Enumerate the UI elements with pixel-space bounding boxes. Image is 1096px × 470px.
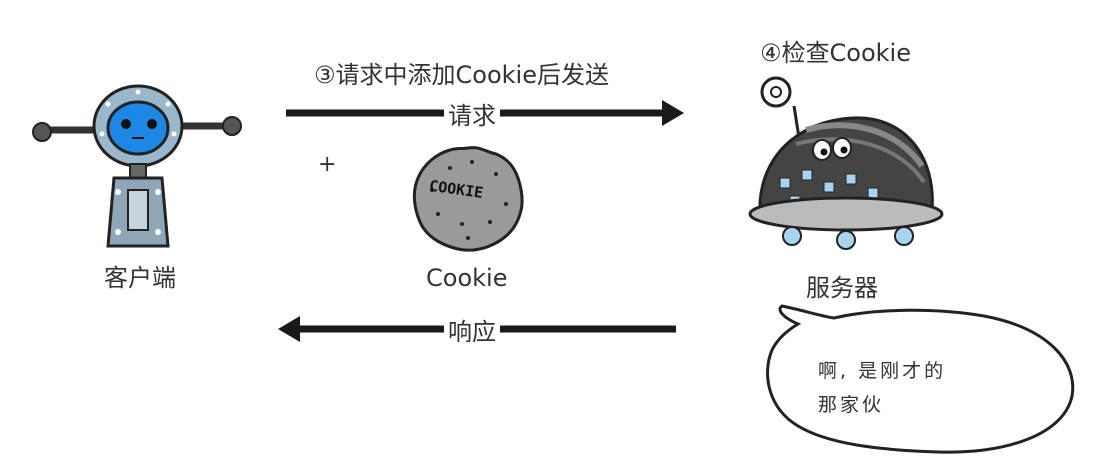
response-label: 响应	[444, 312, 500, 347]
speech-line-2: 那家伙	[818, 394, 885, 416]
step3-label: ③请求中添加Cookie后发送	[314, 61, 609, 89]
step4-label: ④检查Cookie	[760, 39, 911, 67]
plus-sign: +	[318, 152, 337, 177]
server-label: 服务器	[806, 274, 878, 302]
server-robot-icon	[748, 76, 944, 250]
client-label: 客户端	[104, 264, 176, 292]
request-label: 请求	[444, 96, 500, 131]
speech-bubble	[766, 304, 1075, 454]
cookie-caption: Cookie	[426, 264, 508, 292]
cookie-icon: COOKIE	[412, 146, 524, 252]
speech-line-1: 啊, 是刚才的	[818, 360, 947, 382]
client-robot-icon	[32, 84, 242, 248]
